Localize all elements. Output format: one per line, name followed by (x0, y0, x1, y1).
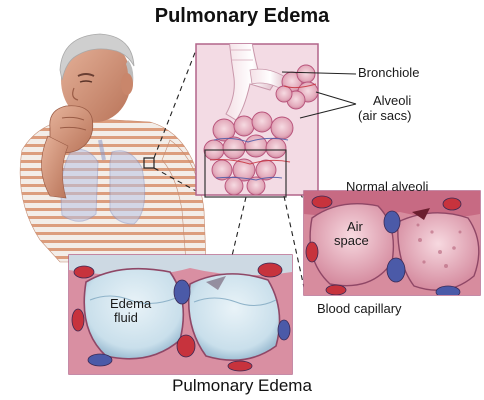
diagram-title: Pulmonary Edema (0, 6, 484, 27)
label-edema: Edema (110, 297, 151, 311)
label-alveoli: Alveoli (373, 94, 411, 108)
edema-alveoli-panel (69, 255, 292, 374)
man-figure (20, 34, 206, 262)
bottom-caption: Pulmonary Edema (0, 377, 484, 395)
label-fluid: fluid (114, 311, 138, 325)
label-air: Air (347, 220, 363, 234)
label-air-sacs: (air sacs) (358, 109, 411, 123)
label-bronchiole: Bronchiole (358, 66, 419, 80)
label-normal-alveoli: Normal alveoli (346, 180, 428, 194)
normal-alveoli-panel (304, 191, 480, 298)
label-space: space (334, 234, 369, 248)
label-blood-capillary: Blood capillary (317, 302, 402, 316)
alveoli-cluster-panel (196, 0, 318, 197)
